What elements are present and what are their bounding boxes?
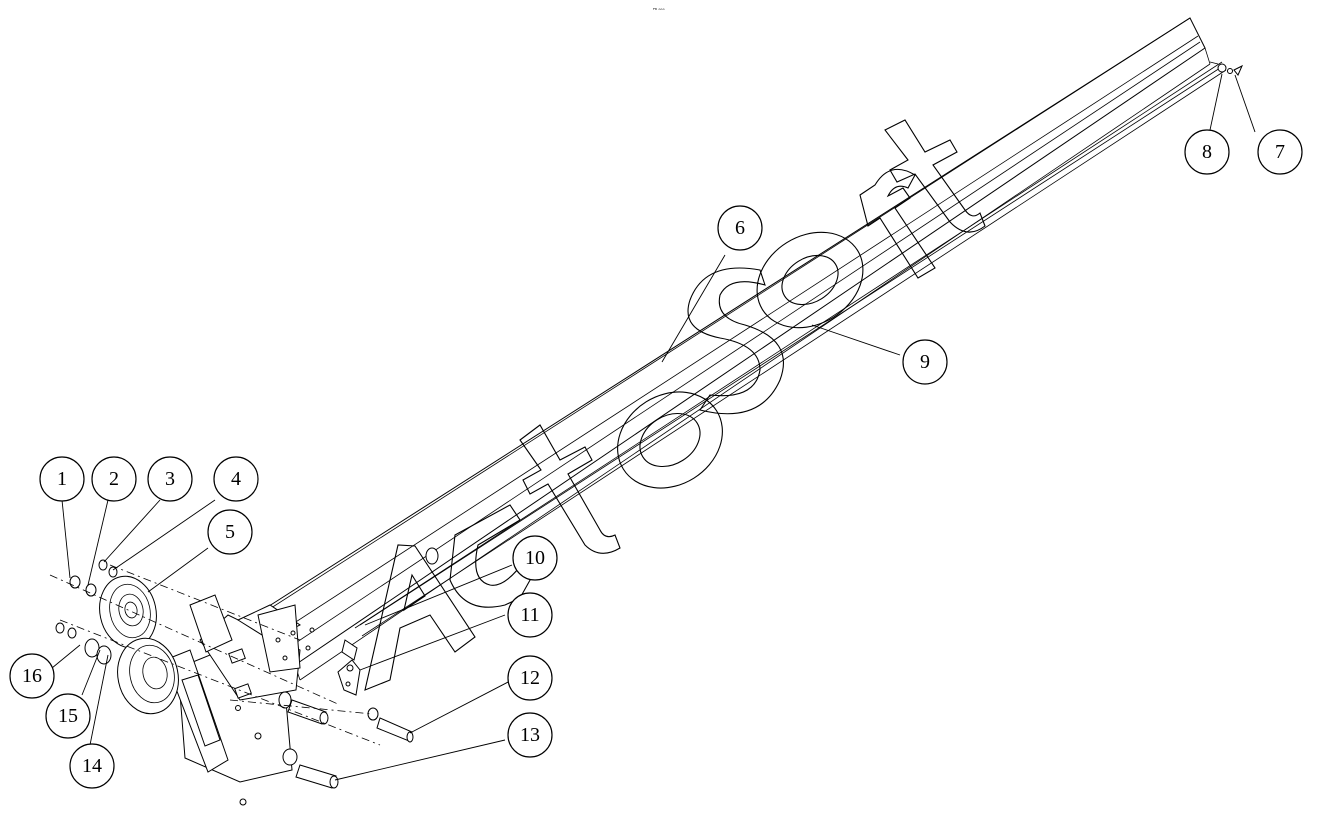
callout-12-label: 12	[520, 667, 540, 689]
callout-16: 16	[9, 653, 55, 699]
upper-pulley	[99, 575, 157, 649]
callout-1: 1	[39, 456, 85, 502]
callout-15-label: 15	[58, 705, 78, 727]
callout-10: 10	[512, 535, 558, 581]
callout-5: 5	[207, 509, 253, 555]
callout-13-label: 13	[520, 724, 540, 746]
leader-lines	[51, 73, 1256, 781]
callout-2: 2	[91, 456, 137, 502]
callout-9: 9	[902, 339, 948, 385]
callout-1-label: 1	[57, 468, 67, 490]
callout-6: 6	[717, 205, 763, 251]
callout-3-label: 3	[165, 468, 175, 490]
callout-8-label: 8	[1202, 141, 1212, 163]
bracket-assembly	[164, 594, 315, 806]
beam-bushing	[425, 547, 439, 565]
callout-8: 8	[1184, 129, 1230, 175]
callout-12: 12	[507, 655, 553, 701]
callout-4: 4	[213, 456, 259, 502]
pins-and-bolts	[278, 691, 414, 789]
callout-15: 15	[45, 693, 91, 739]
lower-pulley	[117, 637, 179, 715]
lever-bracket	[337, 639, 361, 696]
header-mark: ᴾ⁸ ᵒᵒᵒ	[653, 8, 665, 14]
callout-4-label: 4	[231, 468, 241, 490]
boom-beam	[239, 17, 1211, 681]
callout-9-label: 9	[920, 351, 930, 373]
callout-14-label: 14	[82, 755, 102, 777]
callout-5-label: 5	[225, 521, 235, 543]
assembly-centerlines	[49, 564, 381, 746]
callout-2-label: 2	[109, 468, 119, 490]
callout-7: 7	[1257, 129, 1303, 175]
rod-shaft	[354, 61, 1227, 637]
callout-11-label: 11	[520, 604, 539, 626]
callout-10-label: 10	[525, 547, 545, 569]
callout-6-label: 6	[735, 217, 745, 239]
callout-13: 13	[507, 712, 553, 758]
callout-16-label: 16	[22, 665, 42, 687]
end-fittings	[1209, 61, 1244, 76]
callout-7-label: 7	[1275, 141, 1285, 163]
watermark-logo	[364, 119, 986, 691]
callout-11: 11	[507, 592, 553, 638]
callout-3: 3	[147, 456, 193, 502]
callout-14: 14	[69, 743, 115, 789]
